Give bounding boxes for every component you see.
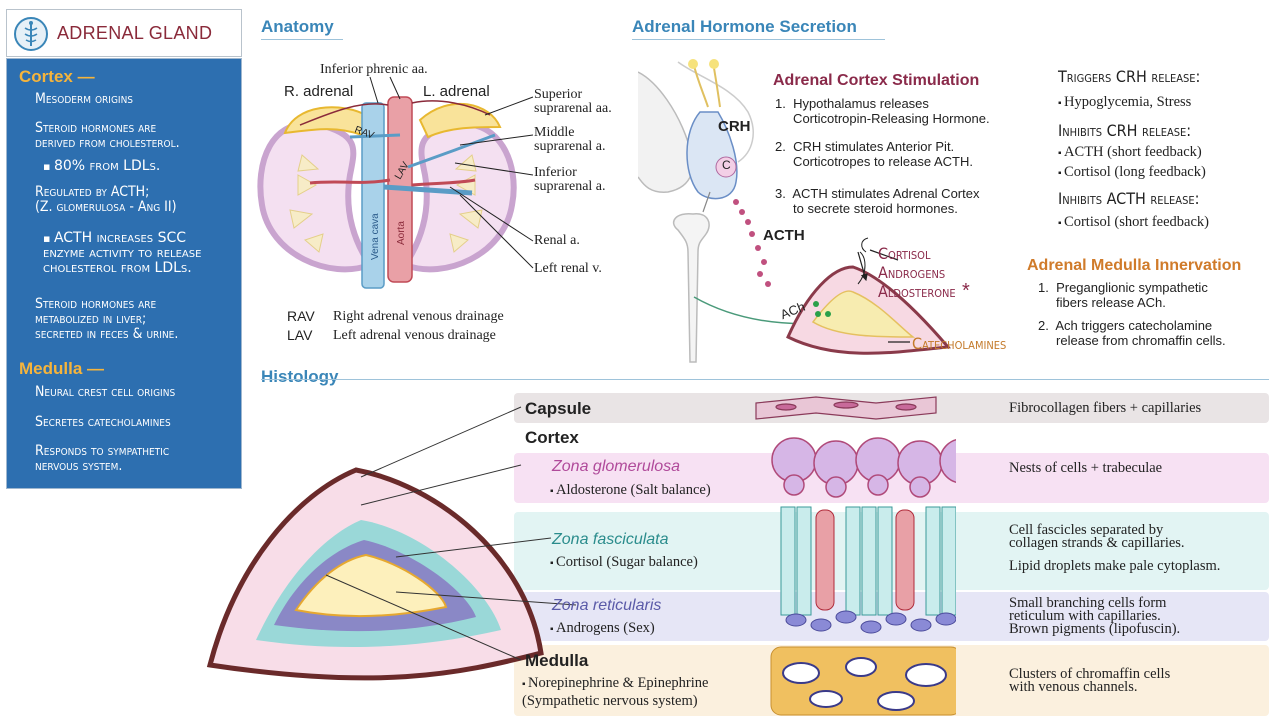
page-title: ADRENAL GLAND: [57, 23, 213, 43]
crh-label: CRH: [718, 118, 751, 135]
cortisol-label: Cortisol: [878, 244, 931, 263]
androgens-label: Androgens: [878, 263, 946, 282]
inhibits-acth-item: Cortisol (short feedback): [1058, 214, 1209, 231]
legend-abbr: LAV: [287, 327, 313, 343]
innervation-step: 2. Ach triggers catecholamine release fr…: [1038, 318, 1226, 348]
zona-fasciculata-label: Zona fasciculata: [552, 531, 669, 548]
inferior-suprarenal-label: Inferior suprarenal a.: [534, 165, 606, 194]
medulla-item: Secretes catecholamines: [35, 414, 171, 430]
capsule-label: Capsule: [525, 399, 592, 418]
stimulation-step: 1. Hypothalamus releases Corticotropin-R…: [775, 96, 990, 126]
right-kidney: [257, 120, 375, 273]
anatomy-heading: Anatomy: [261, 17, 334, 36]
renal-artery-label: Renal a.: [534, 233, 580, 248]
secretion-rule: [632, 39, 885, 40]
acth-label: ACTH: [763, 227, 805, 244]
inhibits-crh-item: ACTH (short feedback): [1058, 144, 1202, 161]
cortex-item: Mesoderm origins: [35, 91, 134, 107]
inhibits-crh-heading: Inhibits CRH release:: [1058, 121, 1192, 140]
catecholamines-label: Catecholamines: [912, 334, 1007, 353]
triggers-crh-heading: Triggers CRH release:: [1058, 67, 1201, 86]
innervation-step: 1. Preganglionic sympathetic fibers rele…: [1038, 280, 1208, 310]
zona-fasciculata-desc2: Lipid droplets make pale cytoplasm.: [1009, 558, 1221, 574]
zona-glomerulosa-label: Zona glomerulosa: [552, 458, 681, 475]
adrenal-cross-section: [206, 396, 956, 716]
medulla-innervation-heading: Adrenal Medulla Innervation: [1027, 257, 1242, 274]
r-adrenal-label: R. adrenal: [284, 83, 354, 100]
medulla-item: Responds to sympathetic nervous system.: [35, 443, 170, 474]
spinal-cord: [672, 213, 710, 363]
legend-abbr: RAV: [287, 308, 315, 324]
histology-heading: Histology: [261, 367, 339, 386]
corticotrope-label: C: [722, 158, 731, 172]
kidney-anatomy-diagram: RAV LAV Vena cava Aorta: [257, 76, 534, 289]
aorta-label: Aorta: [396, 221, 407, 245]
zona-reticularis-desc: Small branching cells form reticulum wit…: [1009, 595, 1181, 637]
vena-cava-label: Vena cava: [370, 213, 381, 260]
medulla-label: Medulla: [525, 651, 589, 670]
medulla-hormones: Norepinephrine & Epinephrine (Sympatheti…: [522, 675, 708, 709]
stimulation-step: 2. CRH stimulates Anterior Pit. Corticot…: [775, 139, 973, 169]
zona-reticularis-hormone: Androgens (Sex): [550, 620, 655, 637]
cortex-subitem: ACTH increases SCC enzyme activity to re…: [43, 231, 201, 276]
triggers-crh-item: Hypoglycemia, Stress: [1058, 94, 1191, 111]
stimulation-step: 3. ACTH stimulates Adrenal Cortex to sec…: [775, 186, 980, 216]
secretion-heading: Adrenal Hormone Secretion: [632, 17, 857, 36]
capsule-desc: Fibrocollagen fibers + capillaries: [1009, 400, 1202, 416]
inhibits-acth-heading: Inhibits ACTH release:: [1058, 189, 1200, 208]
superior-suprarenal-label: Superior suprarenal aa.: [534, 87, 612, 116]
cortex-label: Cortex: [525, 428, 579, 447]
inhibits-crh-item: Cortisol (long feedback): [1058, 164, 1206, 181]
middle-suprarenal-label: Middle suprarenal a.: [534, 125, 606, 154]
zona-glomerulosa-hormone: Aldosterone (Salt balance): [550, 482, 711, 499]
l-adrenal-label: L. adrenal: [423, 83, 490, 100]
caduceus-icon: [14, 17, 48, 51]
cortex-item: Steroid hormones are derived from choles…: [35, 120, 180, 151]
legend-text: Right adrenal venous drainage: [333, 309, 504, 324]
left-kidney: [400, 120, 517, 273]
medulla-desc: Clusters of chromaffin cells with venous…: [1009, 666, 1171, 695]
hpa-axis-diagram: [638, 59, 952, 363]
inferior-phrenic-label: Inferior phrenic aa.: [320, 62, 428, 77]
zona-glomerulosa-desc: Nests of cells + trabeculae: [1009, 460, 1163, 476]
stimulation-heading: Adrenal Cortex Stimulation: [773, 72, 980, 89]
title-box: ADRENAL GLAND: [6, 9, 242, 57]
medulla-item: Neural crest cell origins: [35, 384, 176, 400]
cortex-item: Steroid hormones are metabolized in live…: [35, 296, 179, 342]
left-adrenal-gland: [418, 102, 502, 139]
zona-fasciculata-hormone: Cortisol (Sugar balance): [550, 554, 698, 571]
aldosterone-label: Aldosterone: [878, 282, 956, 301]
zona-reticularis-label: Zona reticularis: [552, 597, 662, 614]
legend-text: Left adrenal venous drainage: [333, 328, 496, 343]
vena-cava-vessel: [361, 102, 385, 289]
cortex-subitem: 80% from LDLs.: [43, 159, 160, 174]
histology-rule: [261, 379, 1269, 380]
left-renal-vein-label: Left renal v.: [534, 261, 602, 276]
aldosterone-asterisk: *: [962, 280, 970, 302]
zona-fasciculata-desc: Cell fascicles separated by collagen str…: [1009, 522, 1185, 551]
cortex-heading: Cortex —: [19, 67, 95, 86]
anatomy-rule: [261, 39, 343, 40]
medulla-heading: Medulla —: [19, 359, 105, 378]
summary-panel: Cortex — Mesoderm origins Steroid hormon…: [6, 58, 242, 489]
cortex-item: Regulated by ACTH; (Z. glomerulosa - Ang…: [35, 184, 177, 215]
